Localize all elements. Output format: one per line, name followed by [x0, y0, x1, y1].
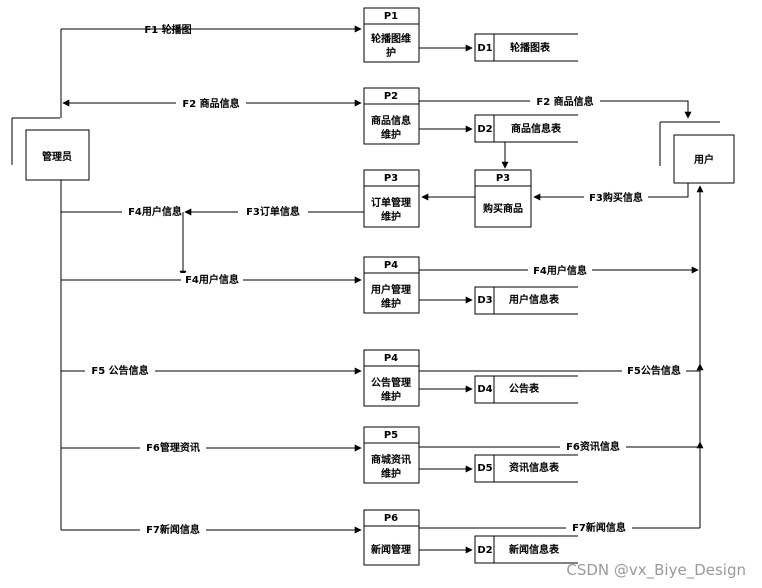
store-d2-goods: D2 商品信息表	[474, 114, 578, 143]
flow-f7-right-label: F7新闻信息	[572, 521, 626, 534]
store-d4-id: D4	[477, 384, 492, 395]
flow-f7: F7新闻信息 F7新闻信息	[61, 521, 700, 536]
process-p3-order: P3 订单管理 维护	[363, 169, 420, 228]
process-p4-notice-id: P4	[384, 353, 398, 364]
process-p4-notice-name: 公告管理	[371, 376, 411, 389]
store-d5: D5 资讯信息表	[474, 454, 578, 483]
store-d3: D3 用户信息表	[474, 286, 578, 315]
process-p5-id: P5	[384, 430, 398, 441]
store-d3-name: 用户信息表	[508, 293, 560, 306]
process-p4-user: P4 用户管理 维护	[363, 256, 420, 314]
process-p1-name: 轮播图维	[371, 32, 411, 45]
process-p5-name: 商城资讯	[371, 453, 411, 466]
process-p3-order-id: P3	[384, 173, 398, 184]
process-p5-name-2: 维护	[381, 467, 401, 480]
flow-f2-user-label: F2 商品信息	[536, 95, 593, 108]
flow-f5-left-label: F5 公告信息	[91, 364, 148, 377]
process-p4-user-id: P4	[384, 260, 398, 271]
flow-f4-left-label: F4用户信息	[128, 205, 182, 218]
flow-f2-user: F2 商品信息	[419, 95, 692, 119]
process-p3-order-name-2: 维护	[381, 210, 401, 223]
process-p1-id: P1	[384, 11, 398, 22]
process-p3-buy-name: 购买商品	[483, 202, 523, 215]
store-d1-name: 轮播图表	[510, 41, 551, 54]
flow-f5: F5 公告信息 F5公告信息	[61, 364, 700, 377]
flow-f4-mid: F4用户信息	[61, 273, 362, 286]
store-d2-news-name: 新闻信息表	[509, 543, 560, 556]
process-p5: P5 商城资讯 维护	[363, 426, 420, 484]
admin-entity: 管理员	[11, 117, 90, 181]
process-p3-order-name: 订单管理	[371, 196, 411, 209]
store-d4-name: 公告表	[509, 382, 540, 395]
process-p4-notice: P4 公告管理 维护	[363, 349, 420, 407]
process-p3-buy-id: P3	[496, 173, 510, 184]
user-label: 用户	[693, 153, 714, 166]
store-d5-name: 资讯信息表	[509, 461, 560, 474]
store-d2-news-id: D2	[477, 545, 492, 556]
process-p2-name-2: 维护	[381, 128, 401, 141]
flow-f7-left-label: F7新闻信息	[146, 523, 200, 536]
flow-f2-admin-label: F2 商品信息	[182, 97, 239, 110]
store-d1: D1 轮播图表	[474, 33, 578, 62]
store-d5-id: D5	[477, 463, 492, 474]
watermark: CSDN @vx_Biye_Design	[566, 561, 746, 580]
flow-f3-order: F3订单信息	[184, 205, 364, 218]
flow-f6-right-label: F6资讯信息	[566, 440, 620, 453]
flow-f1-label: F1 轮播图	[144, 23, 191, 36]
process-p1: P1 轮播图维 护	[363, 7, 420, 63]
flow-f4-right: F4用户信息	[419, 264, 699, 277]
user-entity: 用户	[659, 121, 735, 184]
process-p3-buy: P3 购买商品	[474, 169, 532, 228]
process-p4-user-name-2: 维护	[381, 297, 401, 310]
flow-f3-buy-label: F3购买信息	[589, 191, 643, 204]
process-p6: P6 新闻管理	[363, 509, 420, 566]
process-p4-user-name: 用户管理	[370, 283, 411, 296]
store-d1-id: D1	[477, 43, 492, 54]
process-store-arrows	[419, 44, 509, 554]
flow-f6: F6管理资讯 F6资讯信息	[61, 440, 700, 454]
flow-f3-order-label: F3订单信息	[246, 205, 300, 218]
flow-f2-admin: F2 商品信息	[62, 96, 362, 110]
store-d4: D4 公告表	[474, 375, 578, 404]
store-d3-id: D3	[477, 295, 492, 306]
process-p2-name: 商品信息	[371, 114, 411, 127]
process-p1-name-2: 护	[386, 46, 396, 59]
flow-f3-buy: F3购买信息	[533, 183, 689, 204]
process-p2: P2 商品信息 维护	[363, 87, 420, 145]
process-p6-id: P6	[384, 513, 398, 524]
flow-f4-mid-label: F4用户信息	[185, 273, 239, 286]
flow-f6-left-label: F6管理资讯	[146, 441, 200, 454]
admin-label: 管理员	[42, 150, 72, 163]
flow-f1: F1 轮播图	[61, 23, 362, 36]
store-d2-news: D2 新闻信息表	[474, 535, 578, 564]
store-d2-goods-name: 商品信息表	[511, 122, 562, 135]
flow-f5-right-label: F5公告信息	[627, 364, 681, 377]
process-p2-id: P2	[384, 91, 398, 102]
process-p4-notice-name-2: 维护	[381, 390, 401, 403]
flow-f4-left: F4用户信息	[61, 205, 187, 278]
store-d2-goods-id: D2	[477, 124, 492, 135]
flow-f4-right-label: F4用户信息	[533, 264, 587, 277]
process-p6-name: 新闻管理	[371, 543, 411, 556]
